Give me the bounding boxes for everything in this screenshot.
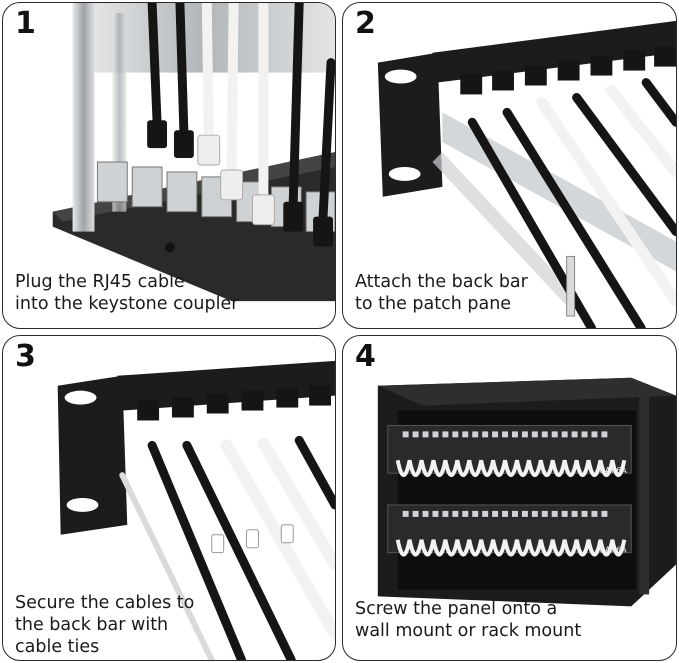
step-caption: Plug the RJ45 cable into the keystone co…: [15, 271, 238, 315]
step-number: 4: [355, 339, 376, 374]
keystone-plug-illustration: [52, 3, 335, 302]
back-bar-illustration: [377, 20, 676, 328]
caption-line: wall mount or rack mount: [355, 621, 582, 641]
caption-line: the back bar with: [15, 615, 169, 635]
step-1-panel: 1 Plug the RJ45 cable into the keystone …: [2, 2, 336, 329]
step-number: 3: [15, 339, 36, 374]
step-caption: Attach the back bar to the patch pane: [355, 271, 528, 315]
rack-mount-illustration: CAT.6A CAT.6A: [377, 377, 676, 607]
panel-label-b: CAT.6A: [599, 546, 627, 555]
step-3-panel: 3 Secure the cables to the back bar with…: [2, 335, 336, 661]
caption-line: into the keystone coupler: [15, 294, 239, 314]
caption-line: cable ties: [15, 637, 100, 657]
caption-line: Screw the panel onto a: [355, 599, 558, 619]
step-caption: Secure the cables to the back bar with c…: [15, 592, 194, 658]
caption-line: Plug the RJ45 cable: [15, 272, 185, 292]
caption-line: Secure the cables to: [15, 593, 195, 613]
caption-line: to the patch pane: [355, 294, 512, 314]
caption-line: Attach the back bar: [355, 272, 528, 292]
step-number: 1: [15, 6, 36, 41]
step-2-panel: 2 Attach the back bar to the patch pane: [342, 2, 677, 329]
step-number: 2: [355, 6, 376, 41]
step-4-panel: CAT.6A CAT.6A 4 Screw the panel onto a w…: [342, 335, 677, 661]
cable-tie-illustration: [57, 360, 335, 660]
step-caption: Screw the panel onto a wall mount or rac…: [355, 598, 581, 642]
panel-label-a: CAT.6A: [599, 466, 627, 475]
